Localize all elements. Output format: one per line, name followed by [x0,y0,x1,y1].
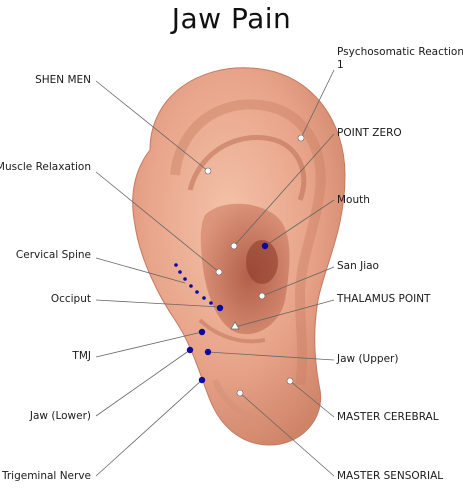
ear-concha-shape [200,203,290,335]
diagram-title: Jaw Pain [171,2,292,35]
point-shen-men [204,167,212,175]
point-jaw-lower [186,346,194,354]
point-muscle-relaxation [215,268,223,276]
label-thalamus-point: THALAMUS POINT [337,293,431,305]
label-trigeminal-nerve: Trigeminal Nerve [1,470,91,482]
point-psychosomatic [297,134,305,142]
label-san-jiao: San Jiao [337,260,379,272]
point-tmj [198,328,206,336]
label-occiput: Occiput [50,293,91,305]
label-shen-men: SHEN MEN [35,74,91,86]
point-occiput [216,304,224,312]
ear-antihelix-shape [170,99,326,386]
point-jaw-upper [204,348,212,356]
label-master-cerebral: MASTER CEREBRAL [337,411,439,423]
ear-canal-shape [246,240,278,284]
point-san-jiao [258,292,266,300]
label-muscle-relaxation: Muscle Relaxation [0,161,91,173]
point-trigeminal-nerve [198,376,206,384]
point-master-sensorial [236,389,244,397]
label-psychosomatic-reactions: Psychosomatic Reactions [337,46,463,58]
label-mouth: Mouth [337,194,370,206]
point-zero [230,242,238,250]
label-jaw-lower: Jaw (Lower) [29,410,91,422]
label-point-zero: POINT ZERO [337,127,402,139]
label-tmj: TMJ [72,350,91,362]
point-master-cerebral [286,377,294,385]
label-psychosomatic-reactions-number: 1 [337,59,344,71]
label-jaw-upper: Jaw (Upper) [337,353,399,365]
ear-fossa-shape [187,134,307,201]
point-mouth [261,242,269,250]
ear-tragus-shape [198,318,266,344]
leader-lines [95,69,335,477]
label-master-sensorial: MASTER SENSORIAL [337,470,444,482]
point-thalamus [230,321,240,330]
cervical-spine-points [174,263,213,305]
label-cervical-spine: Cervical Spine [15,249,91,261]
